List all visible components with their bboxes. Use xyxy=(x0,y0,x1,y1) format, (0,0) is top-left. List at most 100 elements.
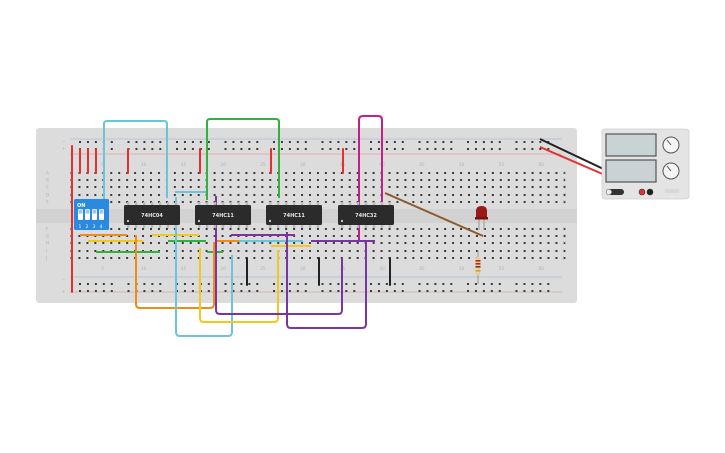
hole[interactable] xyxy=(293,250,296,252)
hole[interactable] xyxy=(539,257,542,259)
hole[interactable] xyxy=(316,242,319,244)
hole[interactable] xyxy=(396,179,399,181)
hole[interactable] xyxy=(523,179,526,181)
hole[interactable] xyxy=(364,172,367,174)
hole[interactable] xyxy=(332,257,335,259)
hole[interactable] xyxy=(110,228,113,230)
hole[interactable] xyxy=(316,179,319,181)
rail-hole[interactable] xyxy=(353,283,356,285)
rail-hole[interactable] xyxy=(207,283,210,285)
hole[interactable] xyxy=(372,235,375,237)
rail-hole[interactable] xyxy=(426,283,429,285)
hole[interactable] xyxy=(468,194,470,196)
hole[interactable] xyxy=(460,172,463,174)
hole[interactable] xyxy=(309,172,311,174)
hole[interactable] xyxy=(253,201,256,203)
hole[interactable] xyxy=(555,194,558,196)
hole[interactable] xyxy=(364,179,367,181)
rail-hole[interactable] xyxy=(321,290,324,292)
hole[interactable] xyxy=(277,242,280,244)
hole[interactable] xyxy=(118,201,121,203)
hole[interactable] xyxy=(157,179,160,181)
hole[interactable] xyxy=(316,235,319,237)
positive-terminal[interactable] xyxy=(638,188,646,196)
hole[interactable] xyxy=(531,257,534,259)
hole[interactable] xyxy=(189,242,192,244)
rail-hole[interactable] xyxy=(337,141,340,143)
hole[interactable] xyxy=(563,201,566,203)
hole[interactable] xyxy=(173,242,176,244)
hole[interactable] xyxy=(293,242,296,244)
magenta-wire-top[interactable] xyxy=(358,115,383,240)
hole[interactable] xyxy=(229,194,232,196)
hole[interactable] xyxy=(404,228,407,230)
hole[interactable] xyxy=(237,179,240,181)
hole[interactable] xyxy=(142,194,145,196)
rail-hole[interactable] xyxy=(248,141,251,143)
rail-hole[interactable] xyxy=(135,148,138,150)
rail-hole[interactable] xyxy=(434,141,437,143)
hole[interactable] xyxy=(293,194,296,196)
rail-hole[interactable] xyxy=(539,148,542,150)
rail-hole[interactable] xyxy=(370,141,372,143)
hole[interactable] xyxy=(539,201,542,203)
hole[interactable] xyxy=(86,186,89,188)
hole[interactable] xyxy=(444,235,447,237)
hole[interactable] xyxy=(324,172,327,174)
hole[interactable] xyxy=(157,172,160,174)
hole[interactable] xyxy=(142,172,145,174)
hole[interactable] xyxy=(309,179,311,181)
hole[interactable] xyxy=(475,242,478,244)
hole[interactable] xyxy=(189,194,192,196)
hole[interactable] xyxy=(436,201,439,203)
hole[interactable] xyxy=(332,201,335,203)
rail-hole[interactable] xyxy=(329,283,332,285)
rail-hole[interactable] xyxy=(110,283,113,285)
hole[interactable] xyxy=(213,194,216,196)
hole[interactable] xyxy=(110,242,113,244)
rail-hole[interactable] xyxy=(240,290,243,292)
hole[interactable] xyxy=(420,194,423,196)
hole[interactable] xyxy=(316,172,319,174)
hole[interactable] xyxy=(86,242,89,244)
hole[interactable] xyxy=(157,242,160,244)
hole[interactable] xyxy=(293,179,296,181)
hole[interactable] xyxy=(181,201,184,203)
hole[interactable] xyxy=(213,228,216,230)
hole[interactable] xyxy=(253,172,256,174)
hole[interactable] xyxy=(555,228,558,230)
hole[interactable] xyxy=(555,172,558,174)
hole[interactable] xyxy=(507,186,510,188)
hole[interactable] xyxy=(316,228,319,230)
hole[interactable] xyxy=(523,235,526,237)
hole[interactable] xyxy=(523,172,526,174)
rail-hole[interactable] xyxy=(401,148,404,150)
hole[interactable] xyxy=(126,179,129,181)
hole[interactable] xyxy=(102,242,105,244)
hole[interactable] xyxy=(205,242,208,244)
hole[interactable] xyxy=(475,250,478,252)
hole[interactable] xyxy=(547,235,550,237)
rail-hole[interactable] xyxy=(191,148,194,150)
hole[interactable] xyxy=(110,194,113,196)
hole[interactable] xyxy=(396,172,399,174)
hole[interactable] xyxy=(531,228,534,230)
hole[interactable] xyxy=(157,257,160,259)
hole[interactable] xyxy=(483,242,486,244)
hole[interactable] xyxy=(555,235,558,237)
rail-hole[interactable] xyxy=(232,148,235,150)
rail-hole[interactable] xyxy=(79,141,81,143)
rail-hole[interactable] xyxy=(143,290,146,292)
hole[interactable] xyxy=(221,242,224,244)
hole[interactable] xyxy=(555,250,558,252)
hole[interactable] xyxy=(348,186,351,188)
hole[interactable] xyxy=(332,186,335,188)
rail-hole[interactable] xyxy=(248,290,251,292)
hole[interactable] xyxy=(420,179,423,181)
hole[interactable] xyxy=(563,172,566,174)
hole[interactable] xyxy=(229,250,232,252)
hole[interactable] xyxy=(428,186,431,188)
rail-hole[interactable] xyxy=(442,290,445,292)
hole[interactable] xyxy=(539,172,542,174)
hole[interactable] xyxy=(483,235,486,237)
